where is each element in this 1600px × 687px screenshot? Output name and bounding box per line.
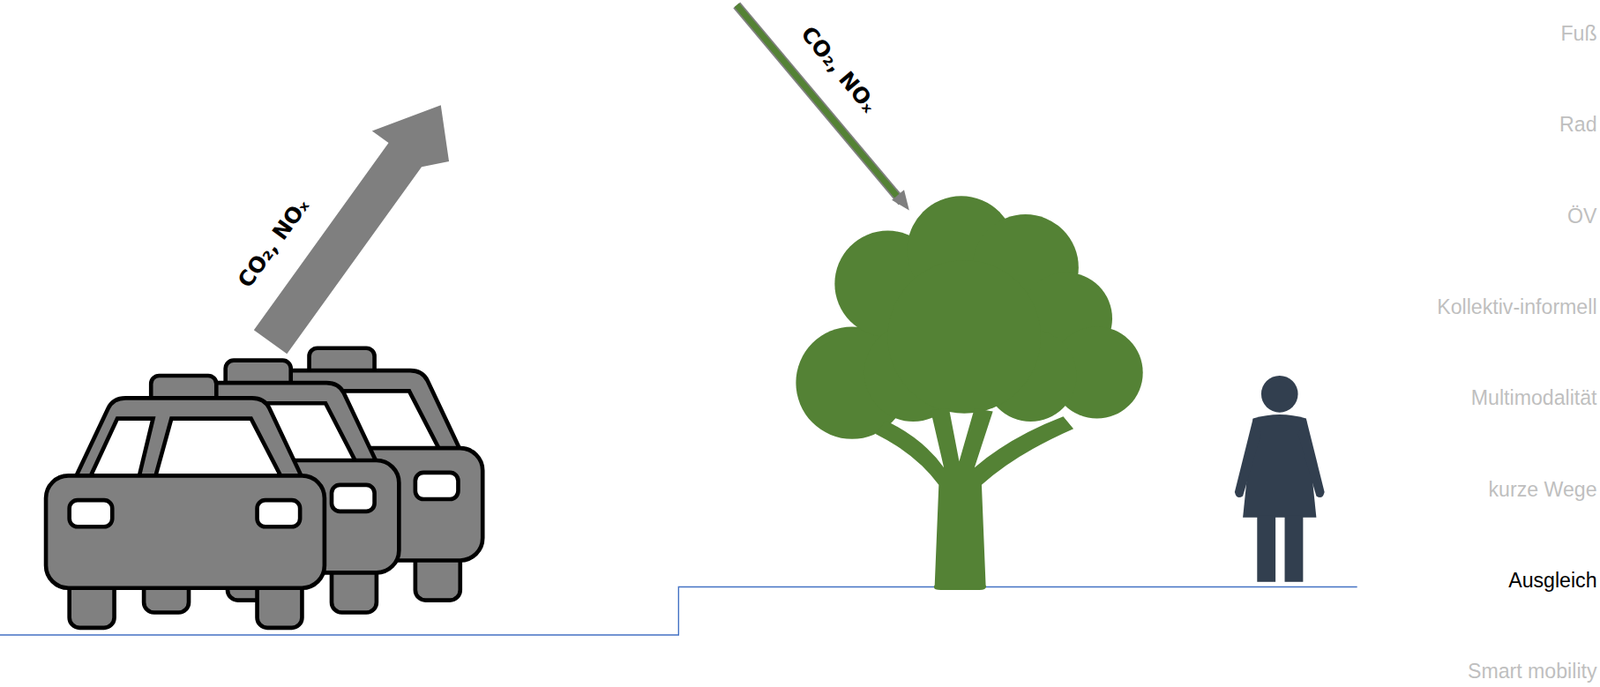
menu-item: Multimodalität	[1471, 386, 1598, 411]
person-icon	[1234, 375, 1325, 583]
absorption-arrow	[736, 5, 902, 202]
absorption-arrow-outline	[736, 5, 902, 202]
person-leg	[1256, 515, 1276, 583]
menu-item: ÖV	[1567, 204, 1597, 229]
arrow-head	[891, 189, 910, 210]
tree-icon	[795, 195, 1143, 591]
menu-item: Ausgleich	[1508, 568, 1597, 593]
tree-crown	[887, 260, 1041, 414]
menu-item: Smart mobility	[1467, 659, 1598, 684]
menu-item: Rad	[1559, 112, 1597, 137]
person-arm	[1234, 418, 1262, 499]
person-arm	[1298, 418, 1325, 499]
menu-item: Fuß	[1560, 22, 1597, 46]
car-icon	[45, 375, 325, 629]
ground-line	[0, 587, 1358, 636]
person-leg	[1285, 515, 1304, 583]
person-head	[1261, 375, 1299, 413]
emission-label: CO₂, NOₓ	[795, 22, 882, 118]
menu-item: Kollektiv-informell	[1436, 295, 1597, 320]
menu-item: kurze Wege	[1487, 478, 1597, 502]
tree-trunk	[875, 408, 1074, 591]
